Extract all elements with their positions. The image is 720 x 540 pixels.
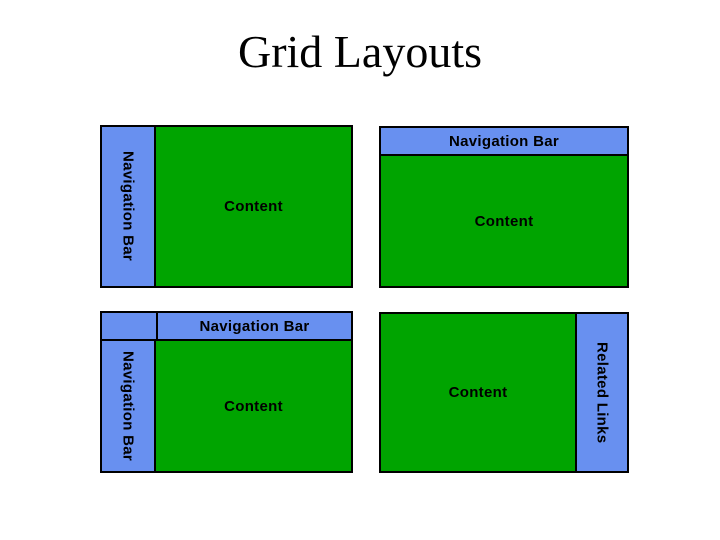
nav-bar-label: Navigation Bar [119,151,137,262]
layout-example-top-and-left-nav: Navigation Bar Navigation Bar Content [100,311,353,473]
layout-example-right-links: Content Related Links [379,312,629,473]
content-area: Content [156,341,351,471]
content-label: Content [224,397,283,415]
top-navigation-bar: Navigation Bar [381,128,627,156]
layout-example-top-nav: Navigation Bar Content [379,126,629,288]
content-area: Content [381,314,575,471]
content-label: Content [224,198,283,215]
related-links-label: Related Links [593,341,611,444]
nav-bar-label: Navigation Bar [448,132,560,150]
content-area: Content [156,127,351,286]
top-nav-label-cell: Navigation Bar [158,313,351,339]
related-links-bar: Related Links [575,314,627,471]
layout-body: Navigation Bar Content [102,341,351,471]
page-title: Grid Layouts [237,26,482,77]
nav-corner-cell [102,313,158,339]
content-label: Content [448,384,508,401]
top-navigation-bar: Navigation Bar [102,313,351,341]
layout-example-left-nav: Navigation Bar Content [100,125,353,288]
nav-bar-label: Navigation Bar [199,317,310,335]
content-label: Content [474,212,534,230]
nav-bar-label: Navigation Bar [119,350,137,462]
content-area: Content [381,156,627,286]
vertical-navigation-bar: Navigation Bar [102,341,156,471]
vertical-navigation-bar: Navigation Bar [102,127,156,286]
